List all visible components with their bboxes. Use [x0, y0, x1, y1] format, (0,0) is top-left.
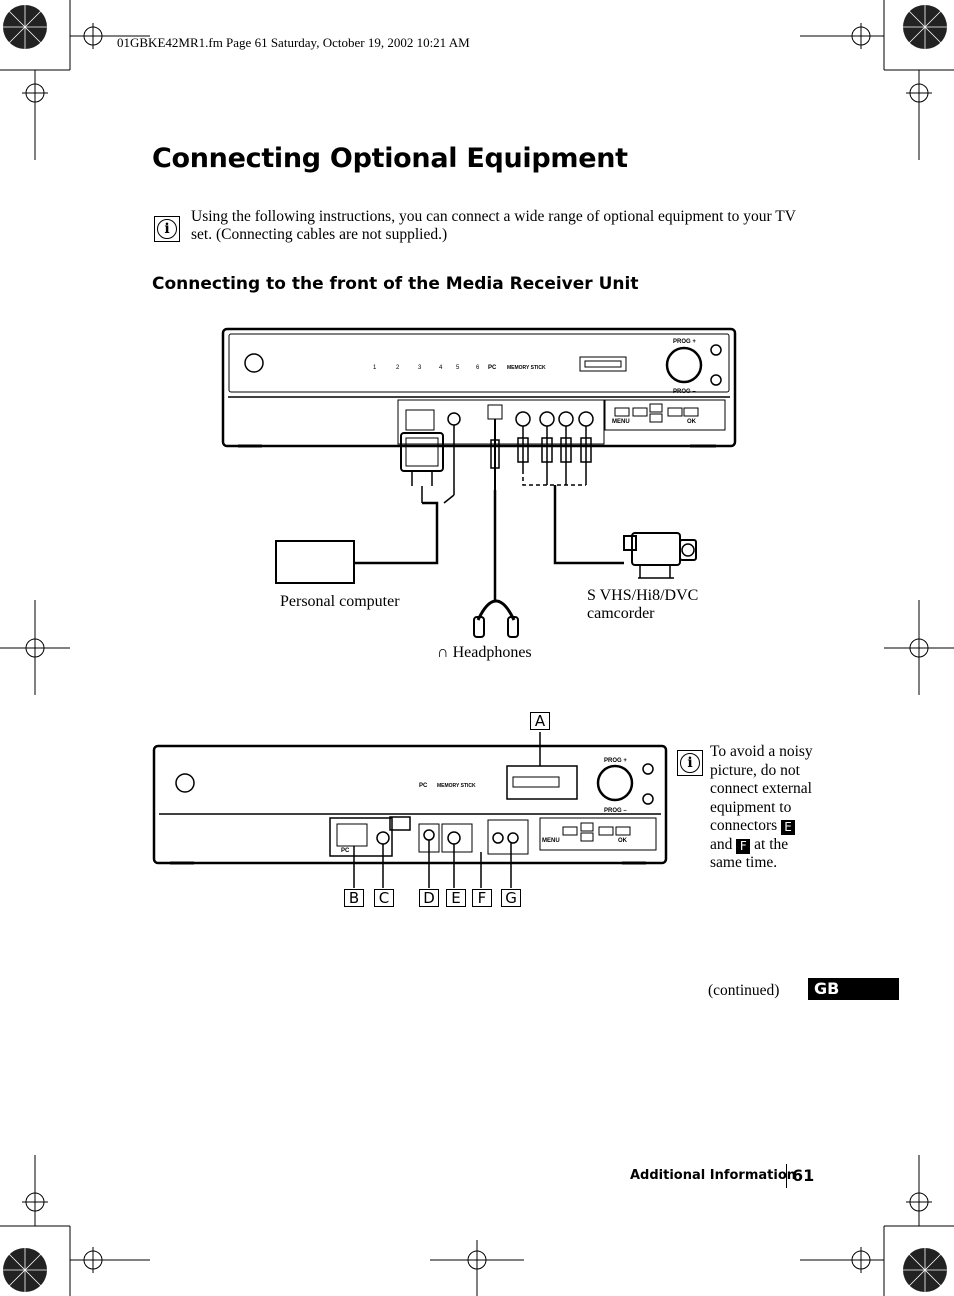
- continued-text: (continued): [708, 982, 780, 999]
- control-dial: [665, 346, 703, 384]
- svg-text:PROG +: PROG +: [604, 758, 627, 764]
- page-title: Connecting Optional Equipment: [152, 143, 628, 174]
- section-subtitle: Connecting to the front of the Media Rec…: [152, 274, 639, 294]
- connector-letter-b: B: [344, 889, 364, 907]
- svg-text:1: 1: [373, 365, 377, 371]
- headphones-icon: ∩: [437, 644, 449, 661]
- media-receiver-unit-front: [152, 744, 668, 865]
- personal-computer-box: [275, 540, 355, 584]
- svg-text:5: 5: [456, 365, 460, 371]
- footer-separator: [786, 1164, 787, 1188]
- inline-letter-f: F: [736, 838, 751, 854]
- intro-text: Using the following instructions, you ca…: [191, 208, 796, 243]
- camcorder-drawing: [623, 532, 697, 579]
- footer-section-name: Additional Information: [630, 1168, 797, 1183]
- connector-letter-f: F: [472, 889, 492, 907]
- connector-letter-a: A: [530, 712, 550, 730]
- svg-text:OK: OK: [687, 419, 697, 425]
- connector-letter-c: C: [374, 889, 394, 907]
- label-camcorder-line2: camcorder: [587, 605, 655, 622]
- svg-text:MENU: MENU: [542, 838, 560, 844]
- svg-text:OK: OK: [618, 838, 628, 844]
- svg-text:PC: PC: [341, 848, 350, 854]
- language-tab: GB: [808, 978, 899, 1000]
- svg-text:3: 3: [418, 365, 422, 371]
- power-button: [244, 353, 264, 373]
- info-icon: i: [154, 216, 180, 242]
- media-receiver-unit: [221, 327, 737, 448]
- svg-text:PC: PC: [488, 365, 497, 371]
- svg-text:PROG –: PROG –: [673, 389, 696, 395]
- connector-letter-e: E: [446, 889, 466, 907]
- svg-text:PC: PC: [419, 783, 428, 789]
- info-icon: i: [677, 750, 703, 776]
- connectors-diagram: PC MEMORY STICK MENU OK PROG + PROG – PC: [152, 732, 668, 888]
- label-personal-computer: Personal computer: [280, 593, 400, 610]
- label-headphones: ∩ Headphones: [437, 644, 532, 661]
- connector-letter-d: D: [419, 889, 439, 907]
- note-text: To avoid a noisy picture, do not connect…: [710, 743, 813, 871]
- page-number: 61: [792, 1166, 815, 1185]
- svg-text:MEMORY STICK: MEMORY STICK: [437, 783, 476, 789]
- inline-letter-e: E: [781, 820, 796, 835]
- svg-text:6: 6: [476, 365, 480, 371]
- svg-text:MENU: MENU: [612, 419, 630, 425]
- connector-letter-g: G: [501, 889, 521, 907]
- headphones-drawing: [476, 599, 516, 621]
- svg-text:PROG –: PROG –: [604, 808, 627, 814]
- svg-text:2: 2: [396, 365, 400, 371]
- label-camcorder-line1: S VHS/Hi8/DVC: [587, 587, 699, 604]
- svg-text:4: 4: [439, 365, 443, 371]
- connection-diagram: 1 2 3 4 5 6 PC MEMORY STICK MENU OK PROG…: [221, 327, 737, 638]
- svg-text:MEMORY STICK: MEMORY STICK: [507, 365, 546, 371]
- svg-text:PROG +: PROG +: [673, 339, 696, 345]
- print-header-line: 01GBKE42MR1.fm Page 61 Saturday, October…: [117, 35, 470, 50]
